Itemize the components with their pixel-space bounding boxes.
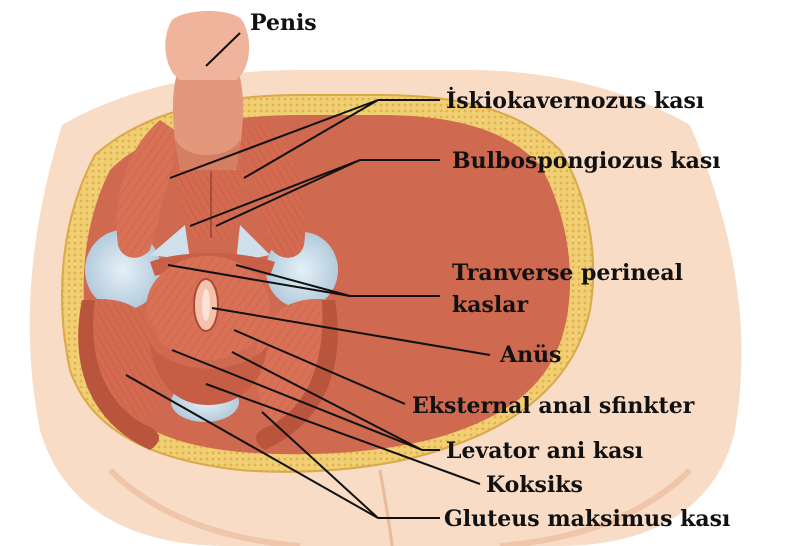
label-transverse-line1: Tranverse perineal — [452, 260, 683, 286]
label-anus: Anüs — [499, 342, 561, 368]
label-coccyx: Koksiks — [486, 472, 583, 498]
label-external-anal-sphincter: Eksternal anal sfinkter — [412, 393, 695, 419]
label-transverse-line2: kaslar — [452, 292, 528, 318]
label-ischiocavernosus: İskiokavernozus kası — [446, 86, 704, 114]
label-bulbospongiosus: Bulbospongiozus kası — [452, 148, 721, 174]
anus-inner — [202, 289, 210, 321]
label-gluteus-maximus: Gluteus maksimus kası — [444, 506, 730, 532]
label-levator-ani: Levator ani kası — [446, 438, 643, 464]
penis-glans — [165, 11, 249, 80]
label-penis: Penis — [250, 10, 317, 36]
